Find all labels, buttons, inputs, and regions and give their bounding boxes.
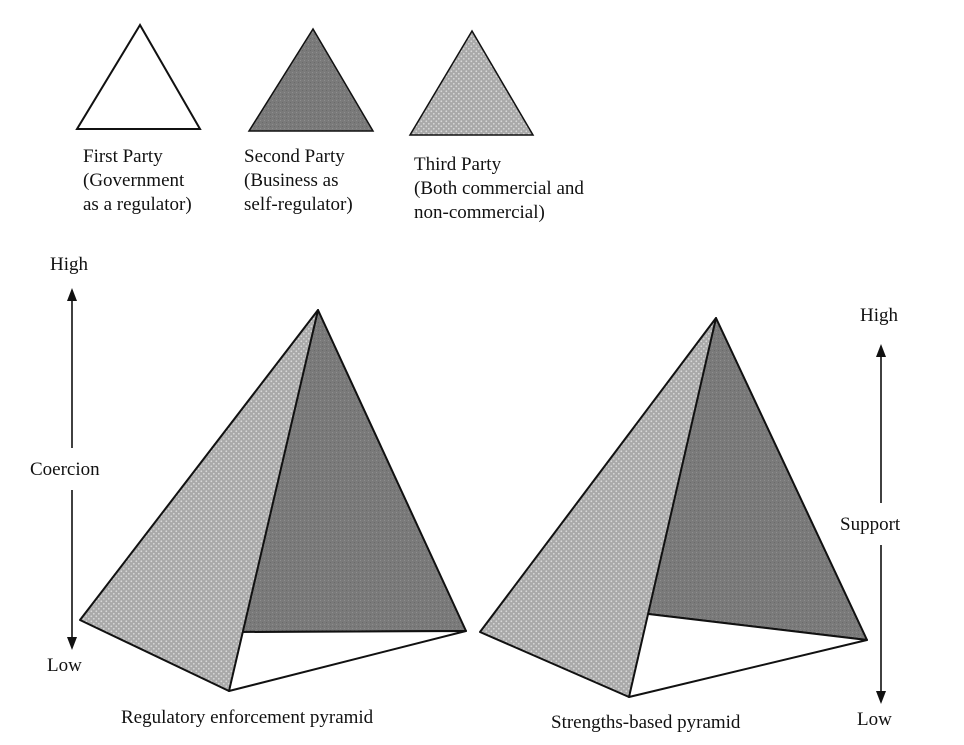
regulatory-enforcement-pyramid: [79, 309, 467, 692]
legend-second-party-line: (Business as: [244, 170, 339, 191]
legend-second-party-triangle: [247, 27, 375, 132]
legend-third-party-line: non-commercial): [414, 202, 545, 223]
legend-first-party-line: First Party: [83, 146, 163, 167]
legend-second-party-line: Second Party: [244, 146, 345, 167]
left-pyramid-third-party-face: [79, 309, 319, 692]
legend-third-party-line: (Both commercial and: [414, 178, 584, 199]
coercion-label: Coercion: [30, 459, 100, 480]
legend-second-party-label: Second Party (Business as self-regulator…: [244, 145, 353, 217]
legend-third-party-line: Third Party: [414, 154, 502, 175]
left-axis-high-label: High: [50, 254, 88, 275]
legend-first-party-line: (Government: [83, 170, 185, 191]
regulatory-enforcement-pyramid-caption: Regulatory enforcement pyramid: [121, 707, 374, 728]
right-axis-arrow: [876, 344, 886, 704]
right-pyramid-third-party-face: [479, 317, 717, 698]
left-pyramid-first-party-base: [228, 630, 467, 692]
strengths-based-pyramid: [479, 317, 868, 698]
left-axis-low-label: Low: [47, 655, 82, 676]
left-axis-arrow: [67, 288, 77, 650]
strengths-based-pyramid-caption: Strengths-based pyramid: [551, 712, 741, 733]
legend-third-party-triangle: [408, 29, 535, 136]
legend-first-party-line: as a regulator): [83, 194, 192, 215]
right-axis-low-label: Low: [857, 709, 892, 730]
support-label: Support: [840, 514, 901, 535]
legend-second-party-line: self-regulator): [244, 194, 353, 215]
right-axis-high-label: High: [860, 305, 898, 326]
legend-first-party-triangle: [75, 23, 202, 130]
legend-first-party-label: First Party (Government as a regulator): [83, 145, 192, 217]
legend-third-party-label: Third Party (Both commercial and non-com…: [414, 153, 584, 225]
